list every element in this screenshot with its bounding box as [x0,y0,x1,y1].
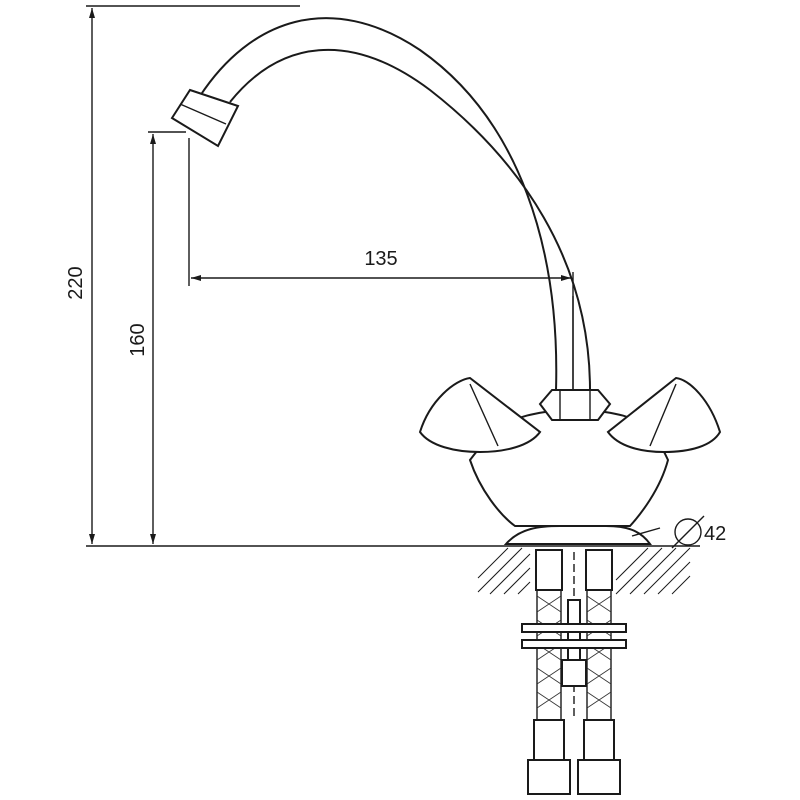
clamp-plate-lower [521,639,627,649]
dimension-label-42: 42 [704,523,726,545]
diameter-leader-line [631,527,661,537]
spout [170,17,591,391]
right-hose-nut [577,759,621,795]
spout-inner-edge [229,48,591,391]
clamp-nut [561,659,587,687]
right-hose-fitting-mid [583,719,615,761]
aerator-ring [179,103,227,125]
spout-hex-nut [538,389,612,421]
dimension-label-220: 220 [65,266,87,299]
base-flange [503,525,652,545]
left-hose-nut [527,759,571,795]
left-handle [418,376,542,454]
left-handle-ridge [469,383,499,447]
clamp-plate-upper [521,623,627,633]
left-hose-fitting-top [535,549,563,591]
dimension-outlet-height: 160 [127,131,186,544]
right-handle-lever [606,376,722,454]
spout-outer-edge [199,17,558,391]
dimension-label-135: 135 [364,248,397,270]
diameter-callout: 42 [631,515,726,549]
dimension-total-height: 220 [65,5,300,544]
right-handle-ridge [649,383,677,447]
countertop-section-hatch [477,547,691,595]
supply-hoses [521,549,627,795]
aerator-nozzle [170,88,240,148]
dimension-label-160: 160 [127,323,149,356]
left-handle-lever [418,376,542,454]
diameter-symbol-icon [671,515,705,549]
left-hose-fitting-mid [533,719,565,761]
right-handle [606,376,722,454]
right-hose-fitting-top [585,549,613,591]
